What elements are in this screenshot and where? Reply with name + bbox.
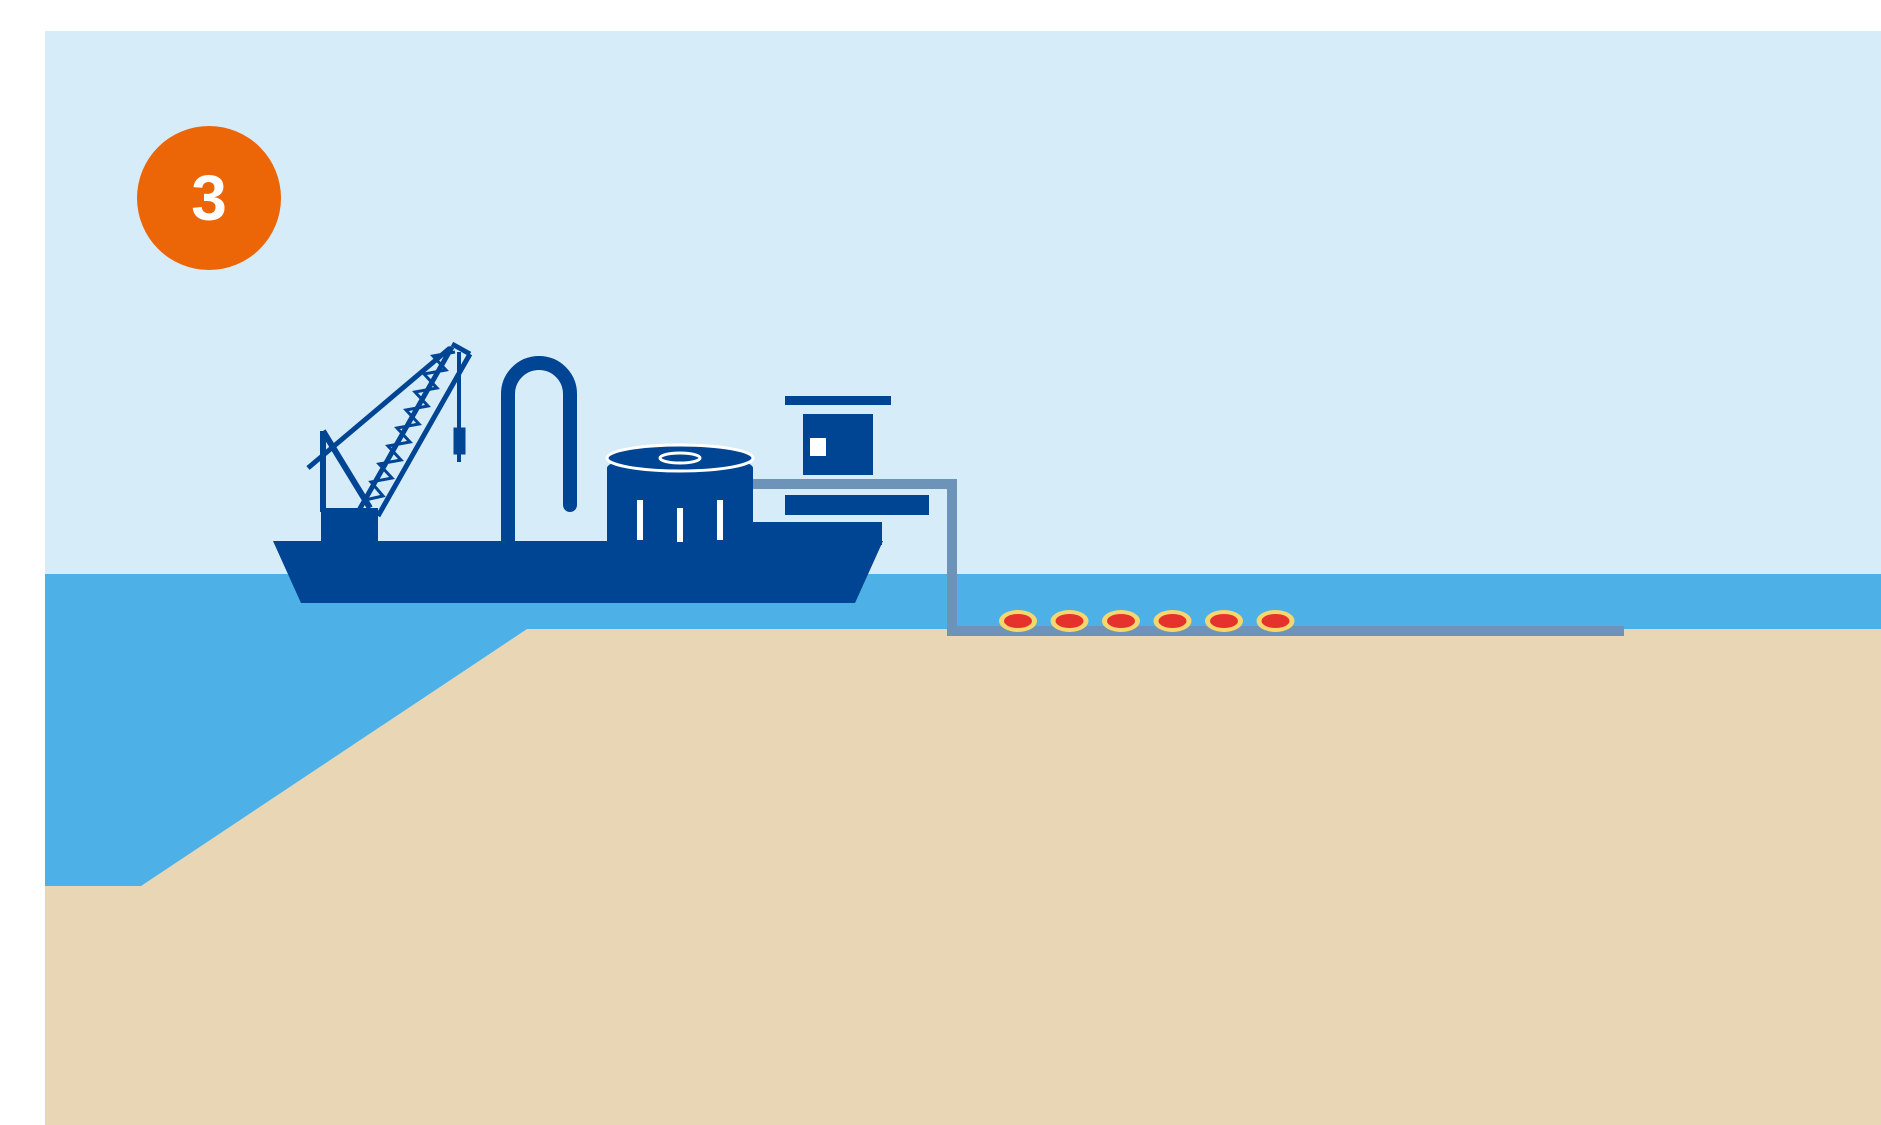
crane-base xyxy=(321,508,378,544)
deck-platform xyxy=(785,495,929,515)
float-buoy-core xyxy=(1107,614,1135,628)
step-number-badge: 3 xyxy=(137,126,281,270)
float-buoy-core xyxy=(1159,614,1187,628)
float-buoy-core xyxy=(1210,614,1238,628)
pipe-reel-carousel xyxy=(607,445,753,545)
deck-structure xyxy=(752,522,882,545)
bridge-roof xyxy=(785,396,891,405)
float-buoy-core xyxy=(1056,614,1084,628)
vessel-hull xyxy=(273,541,883,603)
bridge-window xyxy=(810,438,826,456)
float-buoy-core xyxy=(1262,614,1290,628)
float-buoy-core xyxy=(1004,614,1032,628)
